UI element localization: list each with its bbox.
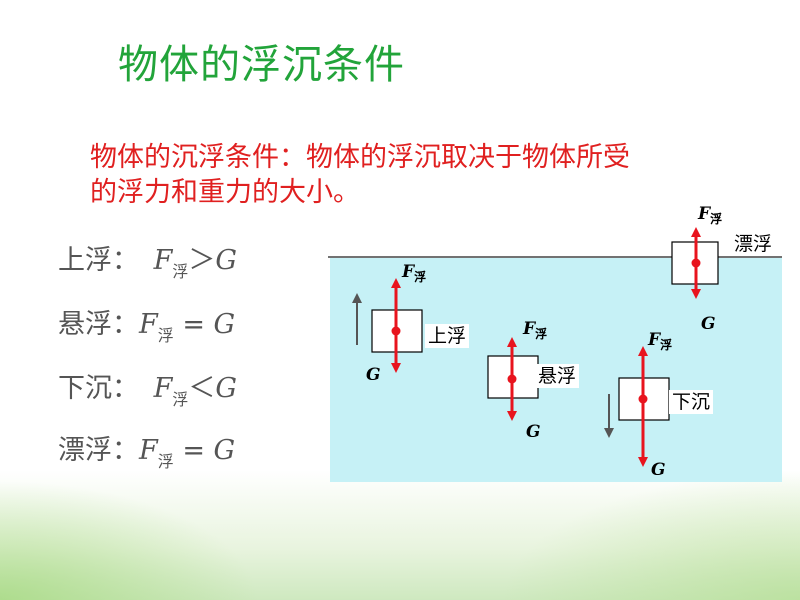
- relation-symbol: ＜: [188, 373, 216, 404]
- relation-symbol: =: [173, 309, 214, 340]
- rule-rise: 上浮： F浮＞G: [58, 238, 237, 281]
- object-floating: [671, 227, 719, 299]
- force-label-gravity-floating: G: [701, 314, 716, 334]
- rule-suspend: 悬浮：F浮 = G: [58, 302, 236, 345]
- rule-name: 下沉：: [58, 373, 139, 404]
- background-glow-left: [0, 480, 260, 600]
- object-suspended: [487, 337, 539, 421]
- label-floating: 漂浮: [734, 233, 773, 255]
- force-label-gravity-sinking: G: [651, 460, 666, 480]
- label-rising: 上浮: [425, 324, 470, 348]
- buoyancy-symbol: F浮: [153, 245, 189, 281]
- force-label-buoyancy-rising: F浮: [402, 262, 427, 284]
- rule-float: 漂浮：F浮 = G: [58, 428, 236, 471]
- rule-name: 悬浮：: [58, 309, 139, 340]
- buoyancy-symbol: F浮: [139, 309, 174, 345]
- rule-name: 上浮：: [58, 245, 139, 276]
- force-label-buoyancy-floating: F浮: [698, 204, 723, 226]
- force-label-buoyancy-suspended: F浮: [523, 319, 548, 341]
- center-dot: [507, 374, 517, 384]
- slide-title: 物体的浮沉条件: [118, 42, 405, 88]
- relation-symbol: ＞: [188, 245, 216, 276]
- object-rising: [352, 278, 423, 373]
- force-label-gravity-rising: G: [366, 365, 381, 385]
- gravity-symbol: G: [213, 309, 236, 340]
- label-sinking: 下沉: [669, 390, 714, 414]
- rule-sink: 下沉： F浮＜G: [58, 366, 237, 409]
- intro-text: 物体的沉浮条件：物体的浮沉取决于物体所受的浮力和重力的大小。: [90, 142, 630, 208]
- center-dot: [691, 258, 701, 268]
- background-glow-right: [500, 470, 800, 600]
- gravity-symbol: G: [215, 373, 237, 404]
- label-suspended: 悬浮: [535, 364, 580, 388]
- center-dot: [638, 394, 648, 404]
- relation-symbol: =: [173, 435, 214, 466]
- force-label-buoyancy-sinking: F浮: [648, 330, 673, 352]
- force-label-gravity-suspended: G: [526, 422, 541, 442]
- center-dot: [391, 326, 401, 336]
- buoyancy-symbol: F浮: [139, 435, 174, 471]
- object-sinking: [604, 346, 670, 467]
- buoyancy-symbol: F浮: [153, 373, 189, 409]
- rule-name: 漂浮：: [58, 435, 139, 466]
- gravity-symbol: G: [215, 245, 237, 276]
- gravity-symbol: G: [213, 435, 236, 466]
